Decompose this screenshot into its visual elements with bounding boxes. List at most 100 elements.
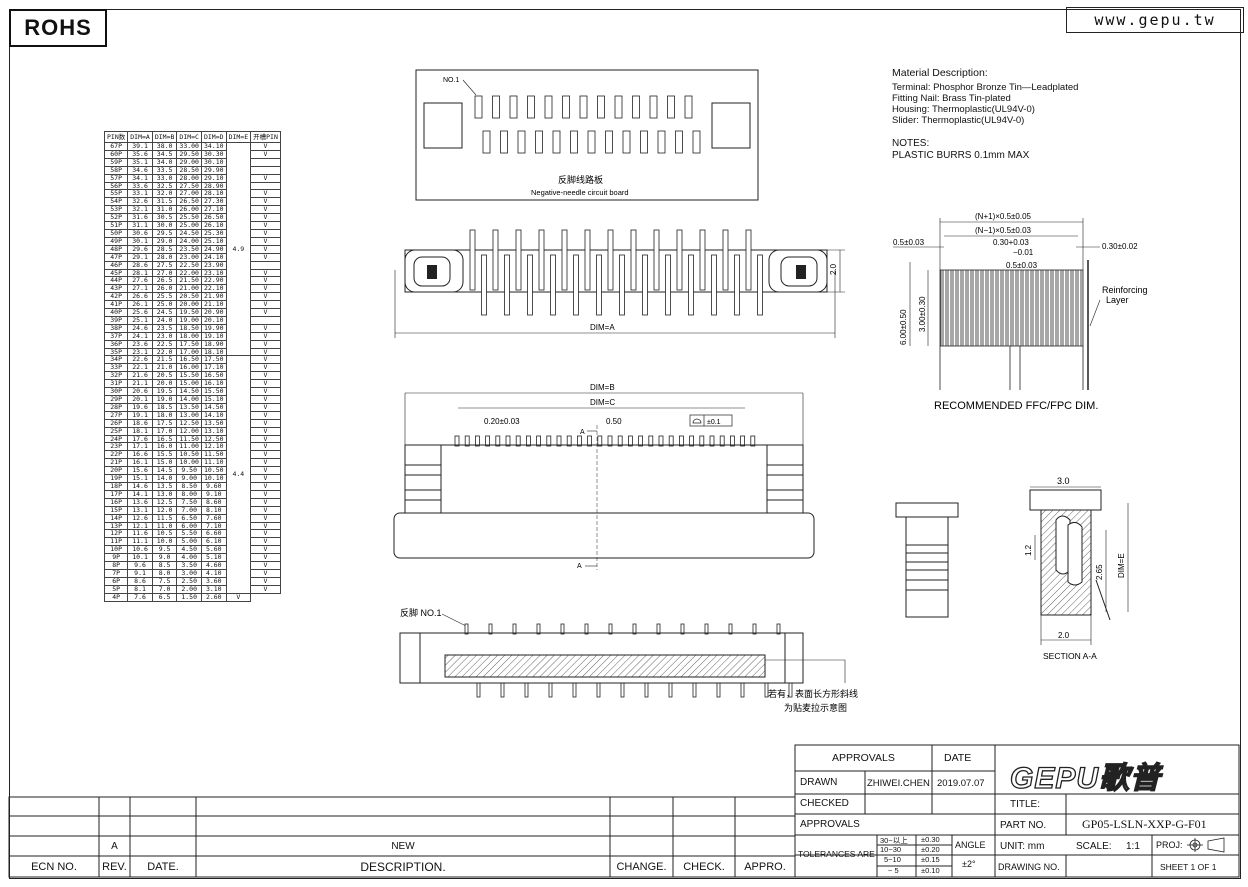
dim-b-label: DIM=B — [590, 383, 615, 392]
terminal-pin — [638, 435, 643, 447]
scale-label: SCALE: — [1076, 841, 1112, 852]
section-a-a: 3.0 1.2 2.65 DIM=E 2.0 SECTION A-A — [1024, 476, 1129, 661]
approvals-label: APPROVALS — [800, 819, 860, 830]
terminal-pin — [515, 435, 521, 447]
terminal-pin — [752, 623, 757, 635]
terminal-pin — [665, 254, 671, 316]
ecn-header: ECN NO. — [31, 860, 77, 873]
terminal-pin — [548, 682, 553, 698]
pin-table-header: DIM=C — [176, 131, 202, 143]
terminal-pin — [536, 435, 541, 447]
reinforcing-label-1: Reinforcing — [1102, 285, 1148, 295]
footprint-pad — [535, 130, 543, 154]
terminal-pin — [515, 229, 522, 291]
terminal-pin — [488, 623, 493, 635]
tol-value: ±0.20 — [921, 845, 940, 854]
dim-e-cell: 4.9 — [225, 141, 252, 357]
footprint-pad — [570, 130, 578, 154]
material-line: Terminal: Phosphor Bronze Tin—Leadplated — [892, 82, 1079, 93]
terminal-pin — [485, 435, 491, 447]
ffc-inner-label: (N−1)×0.5±0.03 — [975, 226, 1032, 235]
ffc-exposed-label: 3.00±0.30 — [918, 296, 927, 332]
gepu-logo: GEPU歌普 — [1009, 761, 1162, 795]
reverse-no1-label: 反脚 NO.1 — [400, 608, 442, 618]
terminal-pin — [505, 435, 511, 447]
terminal-pin — [648, 435, 654, 447]
terminal-pin — [596, 254, 602, 316]
sec-width-label: 3.0 — [1057, 476, 1070, 486]
notes: NOTES: PLASTIC BURRS 0.1mm MAX — [892, 138, 1029, 162]
pin-table-header: DIM=D — [200, 131, 227, 143]
footprint-pad — [544, 95, 553, 119]
date-header: DATE — [944, 752, 972, 764]
date-header-rev: DATE. — [147, 860, 179, 873]
hatch-note-2: 为贴麦拉示意图 — [784, 702, 847, 713]
drawn-by: ZHIWEI.CHEN — [867, 778, 930, 789]
terminal-pin — [730, 435, 735, 447]
terminal-pin — [492, 229, 499, 291]
pin-table-header: PIN数 — [103, 131, 129, 143]
bottom-view: DIM=A 2.0 — [394, 229, 845, 338]
terminal-pin — [560, 623, 565, 635]
ffc-dimension-view: (N+1)×0.5±0.05 (N−1)×0.5±0.03 0.5±0.03 0… — [893, 212, 1148, 412]
proj-label: PROJ: — [1156, 840, 1183, 850]
tol-range: 10~30 — [880, 845, 902, 854]
terminal-pin — [658, 435, 664, 447]
side-view — [895, 502, 959, 618]
terminal-pin — [546, 435, 552, 447]
terminal-pin — [526, 435, 531, 447]
ffc-length-label: 6.00±0.50 — [899, 309, 908, 345]
section-title: SECTION A-A — [1043, 651, 1097, 661]
terminal-pin — [596, 682, 601, 698]
footprint-pad — [692, 130, 701, 154]
ffc-lead-width: 0.30+0.03 — [993, 238, 1029, 247]
angle-value: ±2° — [962, 859, 976, 869]
terminal-pin — [728, 623, 733, 635]
rohs-badge: ROHS — [9, 9, 107, 47]
terminal-pin — [745, 229, 752, 291]
tol-value: ±0.15 — [921, 855, 940, 864]
section-mark-top: A — [580, 429, 585, 436]
terminal-pin — [469, 229, 476, 291]
terminal-pin — [668, 435, 674, 447]
footprint-pad — [675, 130, 683, 154]
slot-pin-cell: V — [250, 584, 281, 594]
terminal-pin — [656, 623, 661, 635]
sec-h1-label: 1.2 — [1024, 544, 1033, 556]
sec-h2-label: 2.65 — [1095, 564, 1104, 580]
terminal-pin — [711, 254, 717, 316]
tol-range: 5~10 — [884, 855, 901, 864]
flatness-label: ±0.1 — [707, 419, 721, 426]
ffc-lead-width-tol: −0.01 — [1013, 248, 1034, 257]
pin-table-header: DIM=B — [151, 131, 178, 143]
terminal-pin — [617, 435, 623, 447]
footprint-pad — [622, 130, 631, 154]
reinforcing-label-2: Layer — [1106, 295, 1129, 305]
ffc-overall-label: (N+1)×0.5±0.05 — [975, 212, 1032, 221]
terminal-pin — [722, 229, 729, 291]
terminal-pin — [699, 229, 706, 291]
terminal-pin — [734, 254, 740, 316]
footprint-pad — [684, 95, 693, 119]
part-no-label: PART NO. — [1000, 820, 1047, 831]
dim-a-label: DIM=A — [590, 323, 615, 332]
terminal-pin — [566, 435, 572, 447]
footprint-pad — [587, 130, 596, 154]
sec-dime-label: DIM=E — [1117, 553, 1126, 578]
terminal-pin — [757, 254, 763, 316]
footprint-pad — [527, 95, 535, 119]
footprint-pad — [492, 95, 500, 119]
terminal-pin — [653, 229, 660, 291]
check-header: CHECK. — [683, 860, 725, 873]
